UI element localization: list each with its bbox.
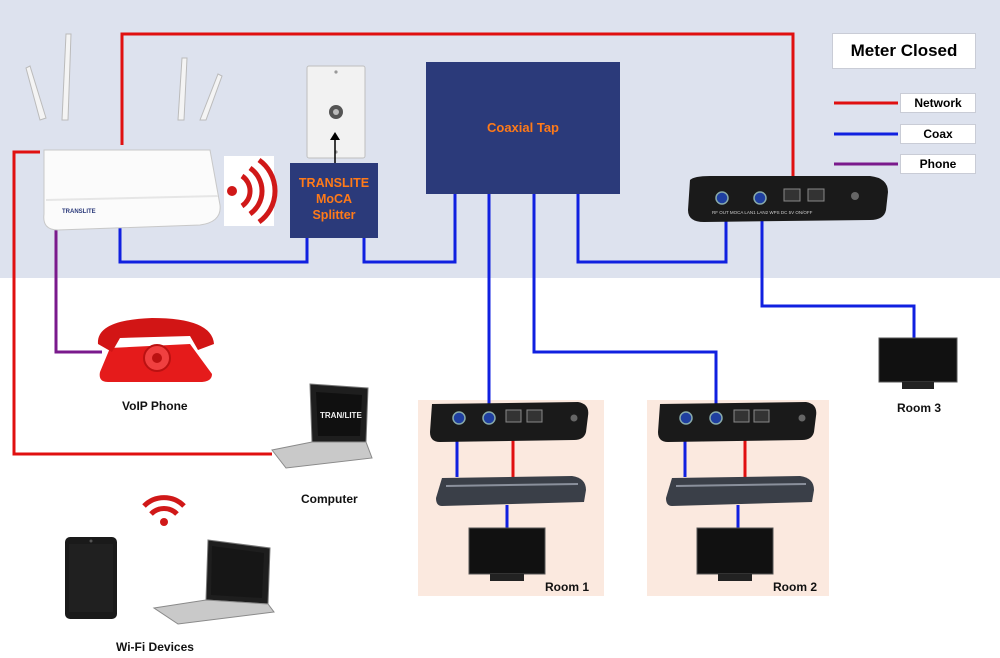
router-logo: TRANSLITE [62,209,96,215]
coax-line-adapter-to-room3 [760,220,916,338]
tv-room2-icon [696,527,774,581]
wifi-devices-label: Wi-Fi Devices [116,640,194,654]
room-3-label: Room 3 [897,401,942,415]
room-1-label: Room 1 [545,580,590,594]
meter-status-label: Meter Closed [832,33,976,69]
legend-network-label: Network [900,93,976,113]
coax-line-tap-to-room2 [532,194,718,418]
splitter-label-line1: TRANSLITE [298,176,370,190]
coaxial-tap-label: Coaxial Tap [486,120,559,135]
set-top-box-room1 [436,476,586,506]
adapter-port-labels: RF OUT MOCA LAN1 LAN2 WPS DC 5V ON/OFF [712,210,813,215]
moca-adapter-room2 [658,402,817,442]
coax-line-tap-to-adapter [576,194,728,264]
tv-room1-icon [468,527,546,581]
arrow-head-icon [330,132,340,140]
coax-line-splitter-to-tap [362,194,457,264]
network-line-router-to-computer [12,150,272,456]
voip-phone-label: VoIP Phone [122,399,188,413]
coax-line-router-to-splitter [118,228,309,264]
wireless-signal-icon [224,156,278,226]
wifi-icon [142,495,186,526]
computer-label: Computer [301,492,358,506]
legend-coax-label: Coax [900,124,976,144]
splitter-label: TRANSLITE MoCA Splitter [291,175,377,223]
wifi-laptop-icon [152,539,275,625]
moca-adapter-room1 [430,402,589,442]
coaxial-tap-box [426,62,620,194]
phone-line [54,228,102,354]
moca-splitter-box [290,163,378,238]
router-icon: TRANSLITE [25,33,223,231]
legend-phone-label: Phone [900,154,976,174]
coax-wall-plate-icon [306,65,366,159]
tablet-icon [65,537,117,619]
room-2-label: Room 2 [773,580,818,594]
set-top-box-room2 [666,476,814,506]
voip-phone-icon [97,318,214,382]
network-line-router-to-adapter [120,32,795,192]
moca-adapter-main: RF OUT MOCA LAN1 LAN2 WPS DC 5V ON/OFF [688,176,888,222]
laptop-logo: TRAN/LITE [320,411,362,420]
splitter-label-line2: MoCA [315,192,353,206]
computer-laptop-icon: TRAN/LITE [271,383,373,469]
tv-room3-icon [878,337,958,389]
splitter-label-line3: Splitter [312,208,356,222]
